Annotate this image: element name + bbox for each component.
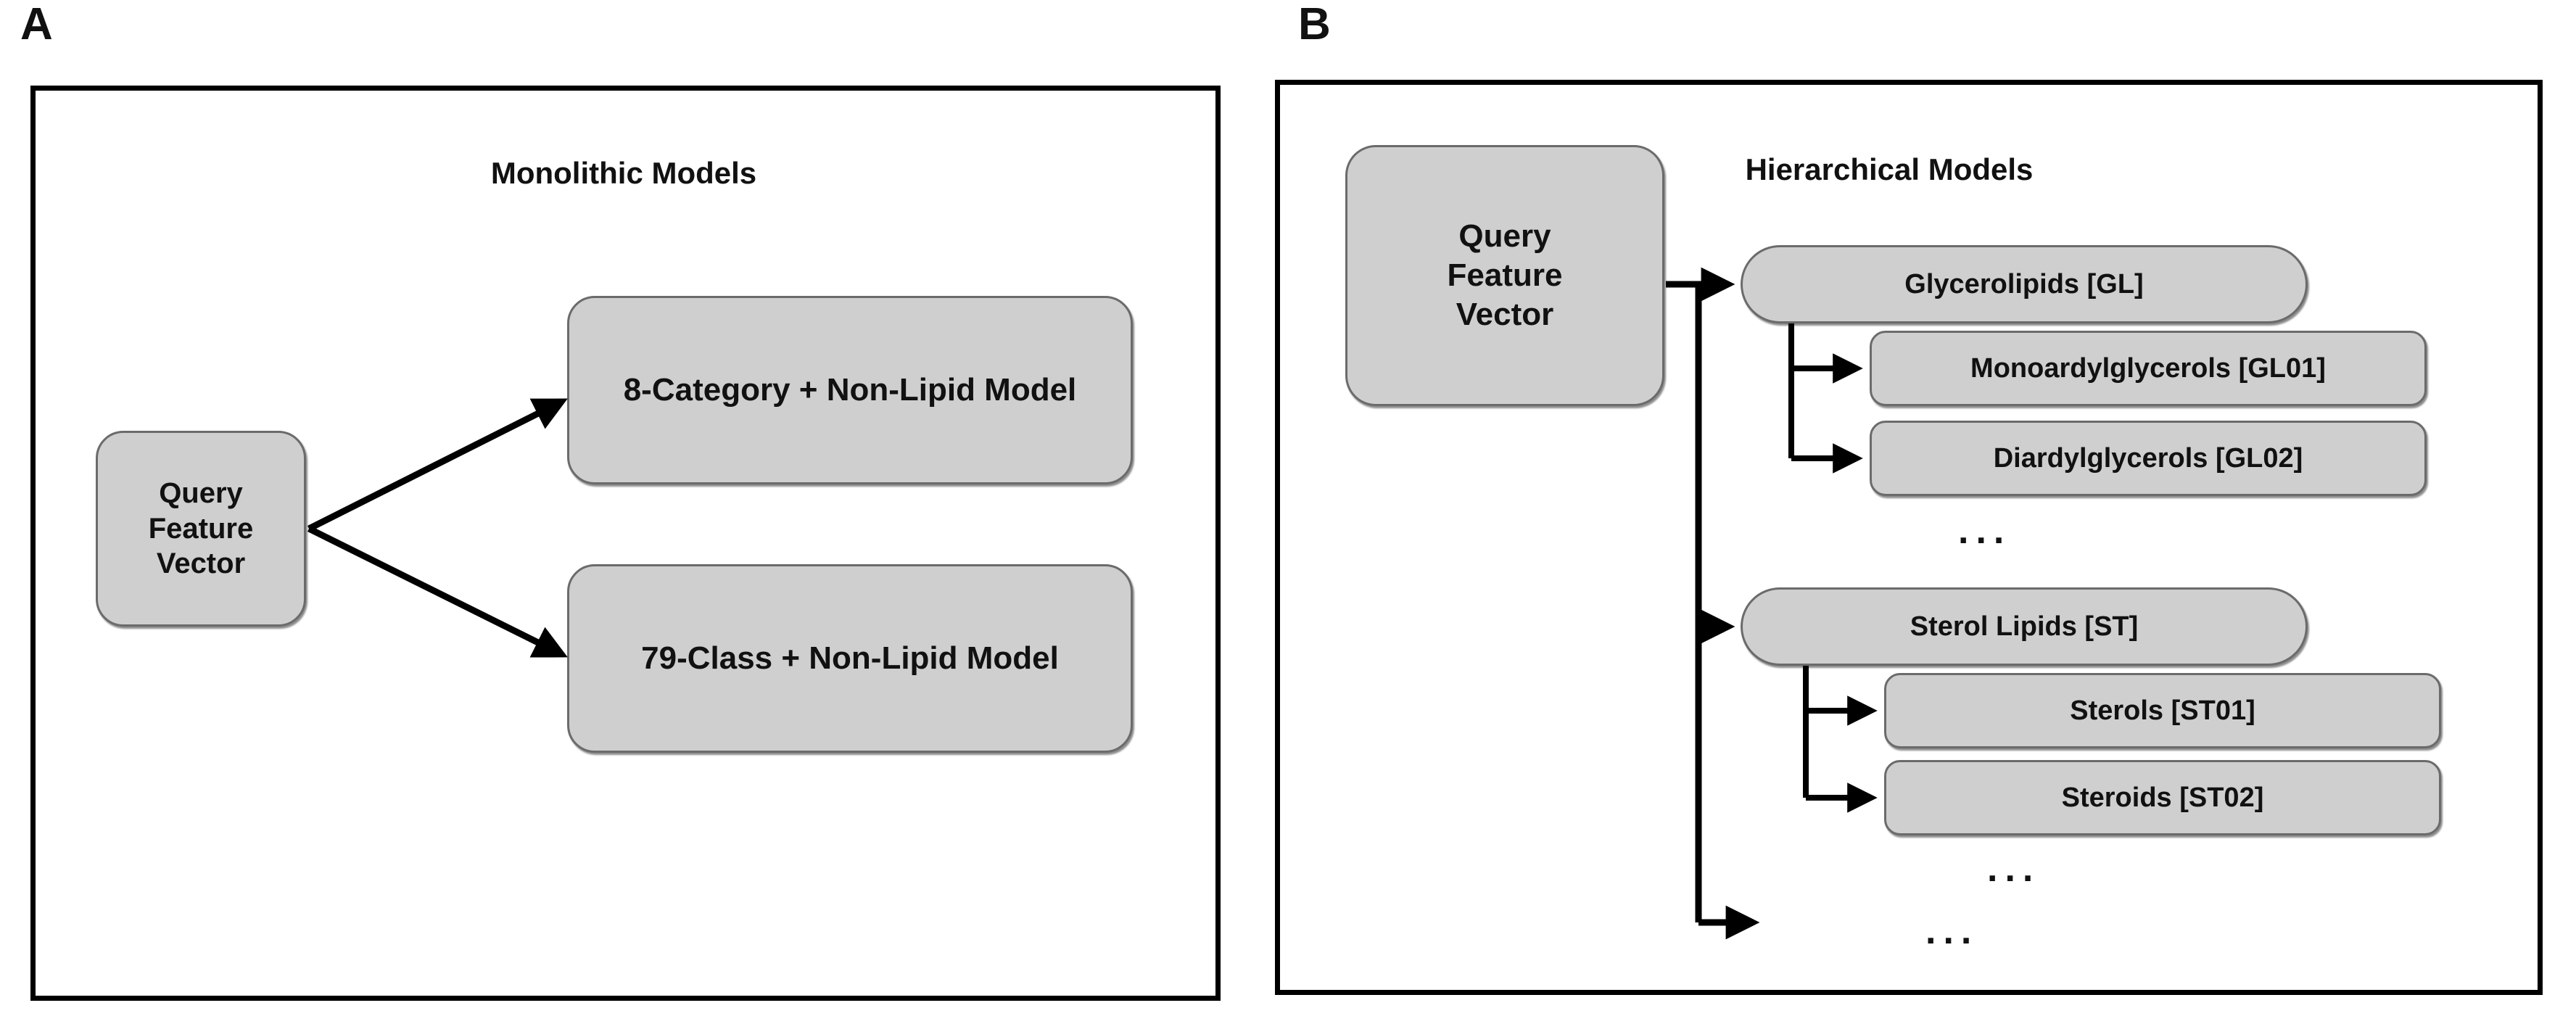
panel-b-query-feature-vector-node[interactable]: Query Feature Vector	[1345, 145, 1664, 406]
panel-a-letter: A	[20, 0, 53, 49]
sterol-lipids-more-ellipsis: ...	[1987, 848, 2041, 890]
query-line-2: Feature	[148, 512, 254, 545]
query-line-3: Vector	[156, 548, 246, 580]
seventy-nine-class-non-lipid-model-node[interactable]: 79-Class + Non-Lipid Model	[567, 564, 1133, 753]
sterols-class-node[interactable]: Sterols [ST01]	[1884, 673, 2441, 748]
glycerolipids-category-node[interactable]: Glycerolipids [GL]	[1741, 245, 2308, 323]
panel-b-query-label: Query Feature Vector	[1448, 217, 1563, 334]
eight-category-non-lipid-model-node[interactable]: 8-Category + Non-Lipid Model	[567, 296, 1133, 484]
categories-more-ellipsis: ...	[1925, 910, 1979, 952]
monoardylglycerols-class-node[interactable]: Monoardylglycerols [GL01]	[1870, 331, 2427, 406]
query-line-3: Vector	[1456, 296, 1554, 332]
panel-a-title: Monolithic Models	[490, 156, 757, 190]
diardylglycerols-class-node[interactable]: Diardylglycerols [GL02]	[1870, 421, 2427, 496]
query-line-1: Query	[1458, 218, 1551, 255]
query-line-2: Feature	[1447, 257, 1563, 294]
panel-a-query-feature-vector-node[interactable]: Query Feature Vector	[96, 431, 306, 627]
glycerolipids-more-ellipsis: ...	[1958, 510, 2012, 552]
panel-b-letter: B	[1298, 0, 1331, 49]
steroids-class-node[interactable]: Steroids [ST02]	[1884, 760, 2441, 835]
sterol-lipids-category-node[interactable]: Sterol Lipids [ST]	[1741, 587, 2308, 666]
query-line-1: Query	[159, 476, 243, 509]
panel-a-query-label: Query Feature Vector	[149, 476, 254, 582]
panel-b-title: Hierarchical Models	[1745, 152, 2034, 186]
